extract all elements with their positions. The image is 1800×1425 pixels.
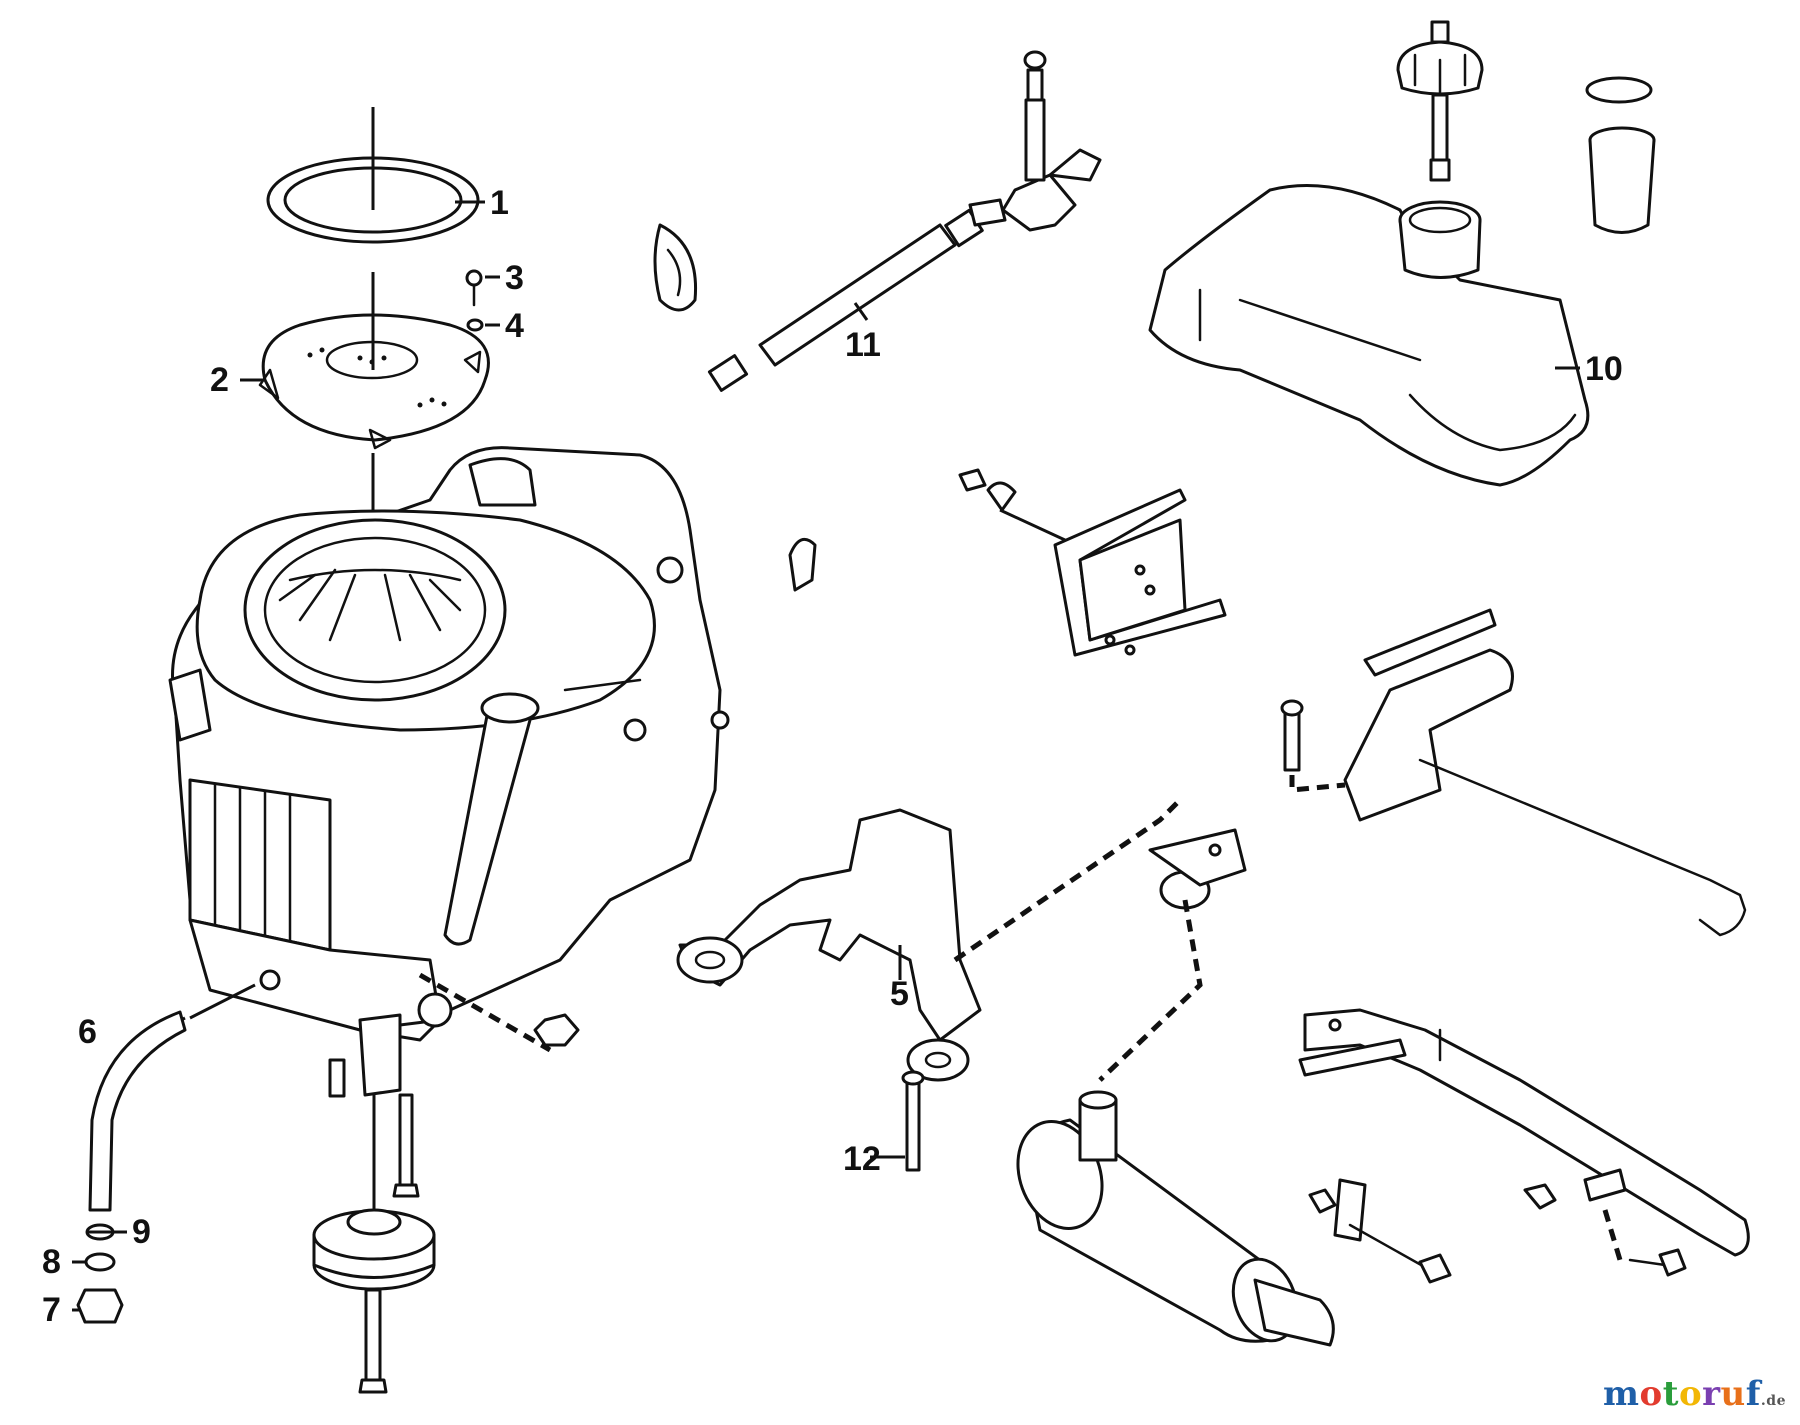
nut-engine [533,1013,580,1047]
fuel-filter-strainer [1585,76,1656,234]
callout-10: 10 [1585,350,1623,388]
watermark-letter: o [1678,1374,1703,1414]
watermark-suffix: .de [1760,1393,1786,1409]
throttle-assembly [1280,608,1747,937]
callout-8: 8 [42,1243,61,1281]
callout-2: 2 [210,361,229,399]
watermark-letter: m [1603,1374,1640,1414]
watermark-text: motoruf [1603,1374,1761,1414]
hose-clip [653,223,698,312]
exhaust-pipe [676,808,982,1082]
watermark-letter: t [1662,1374,1679,1414]
engine [168,446,730,1098]
engine-bolt [392,1093,420,1198]
callout-1: 1 [490,184,509,222]
callout-3: 3 [505,259,524,297]
watermark-letter: u [1720,1374,1746,1414]
callout-12: 12 [843,1140,881,1178]
watermark-letter: f [1745,1374,1761,1414]
tank-bracket [958,468,1227,657]
watermark-letter: r [1702,1374,1721,1414]
pulley [312,1208,436,1394]
fuel-tank [1148,184,1590,487]
screw-3 [465,269,483,307]
nut-7 [76,1288,124,1324]
motoruf-watermark-logo: motoruf.de [1603,1374,1786,1414]
muffler [1016,1090,1367,1347]
fuel-cap [1396,20,1484,182]
bolt-12 [901,1070,925,1172]
callout-5: 5 [890,975,909,1013]
washer-8 [84,1252,116,1272]
callout-9: 9 [132,1213,151,1251]
callout-7: 7 [42,1291,61,1329]
fuel-hose [707,50,1102,392]
callout-11: 11 [845,326,881,364]
cable-clip [788,537,817,592]
callout-6: 6 [78,1013,97,1051]
watermark-letter: o [1639,1374,1663,1414]
muffler-hardware [1308,1188,1452,1284]
muffler-strap [1298,1008,1750,1277]
callout-4: 4 [505,307,524,345]
washer-4 [466,318,484,332]
muffler-clamp [1148,828,1247,910]
